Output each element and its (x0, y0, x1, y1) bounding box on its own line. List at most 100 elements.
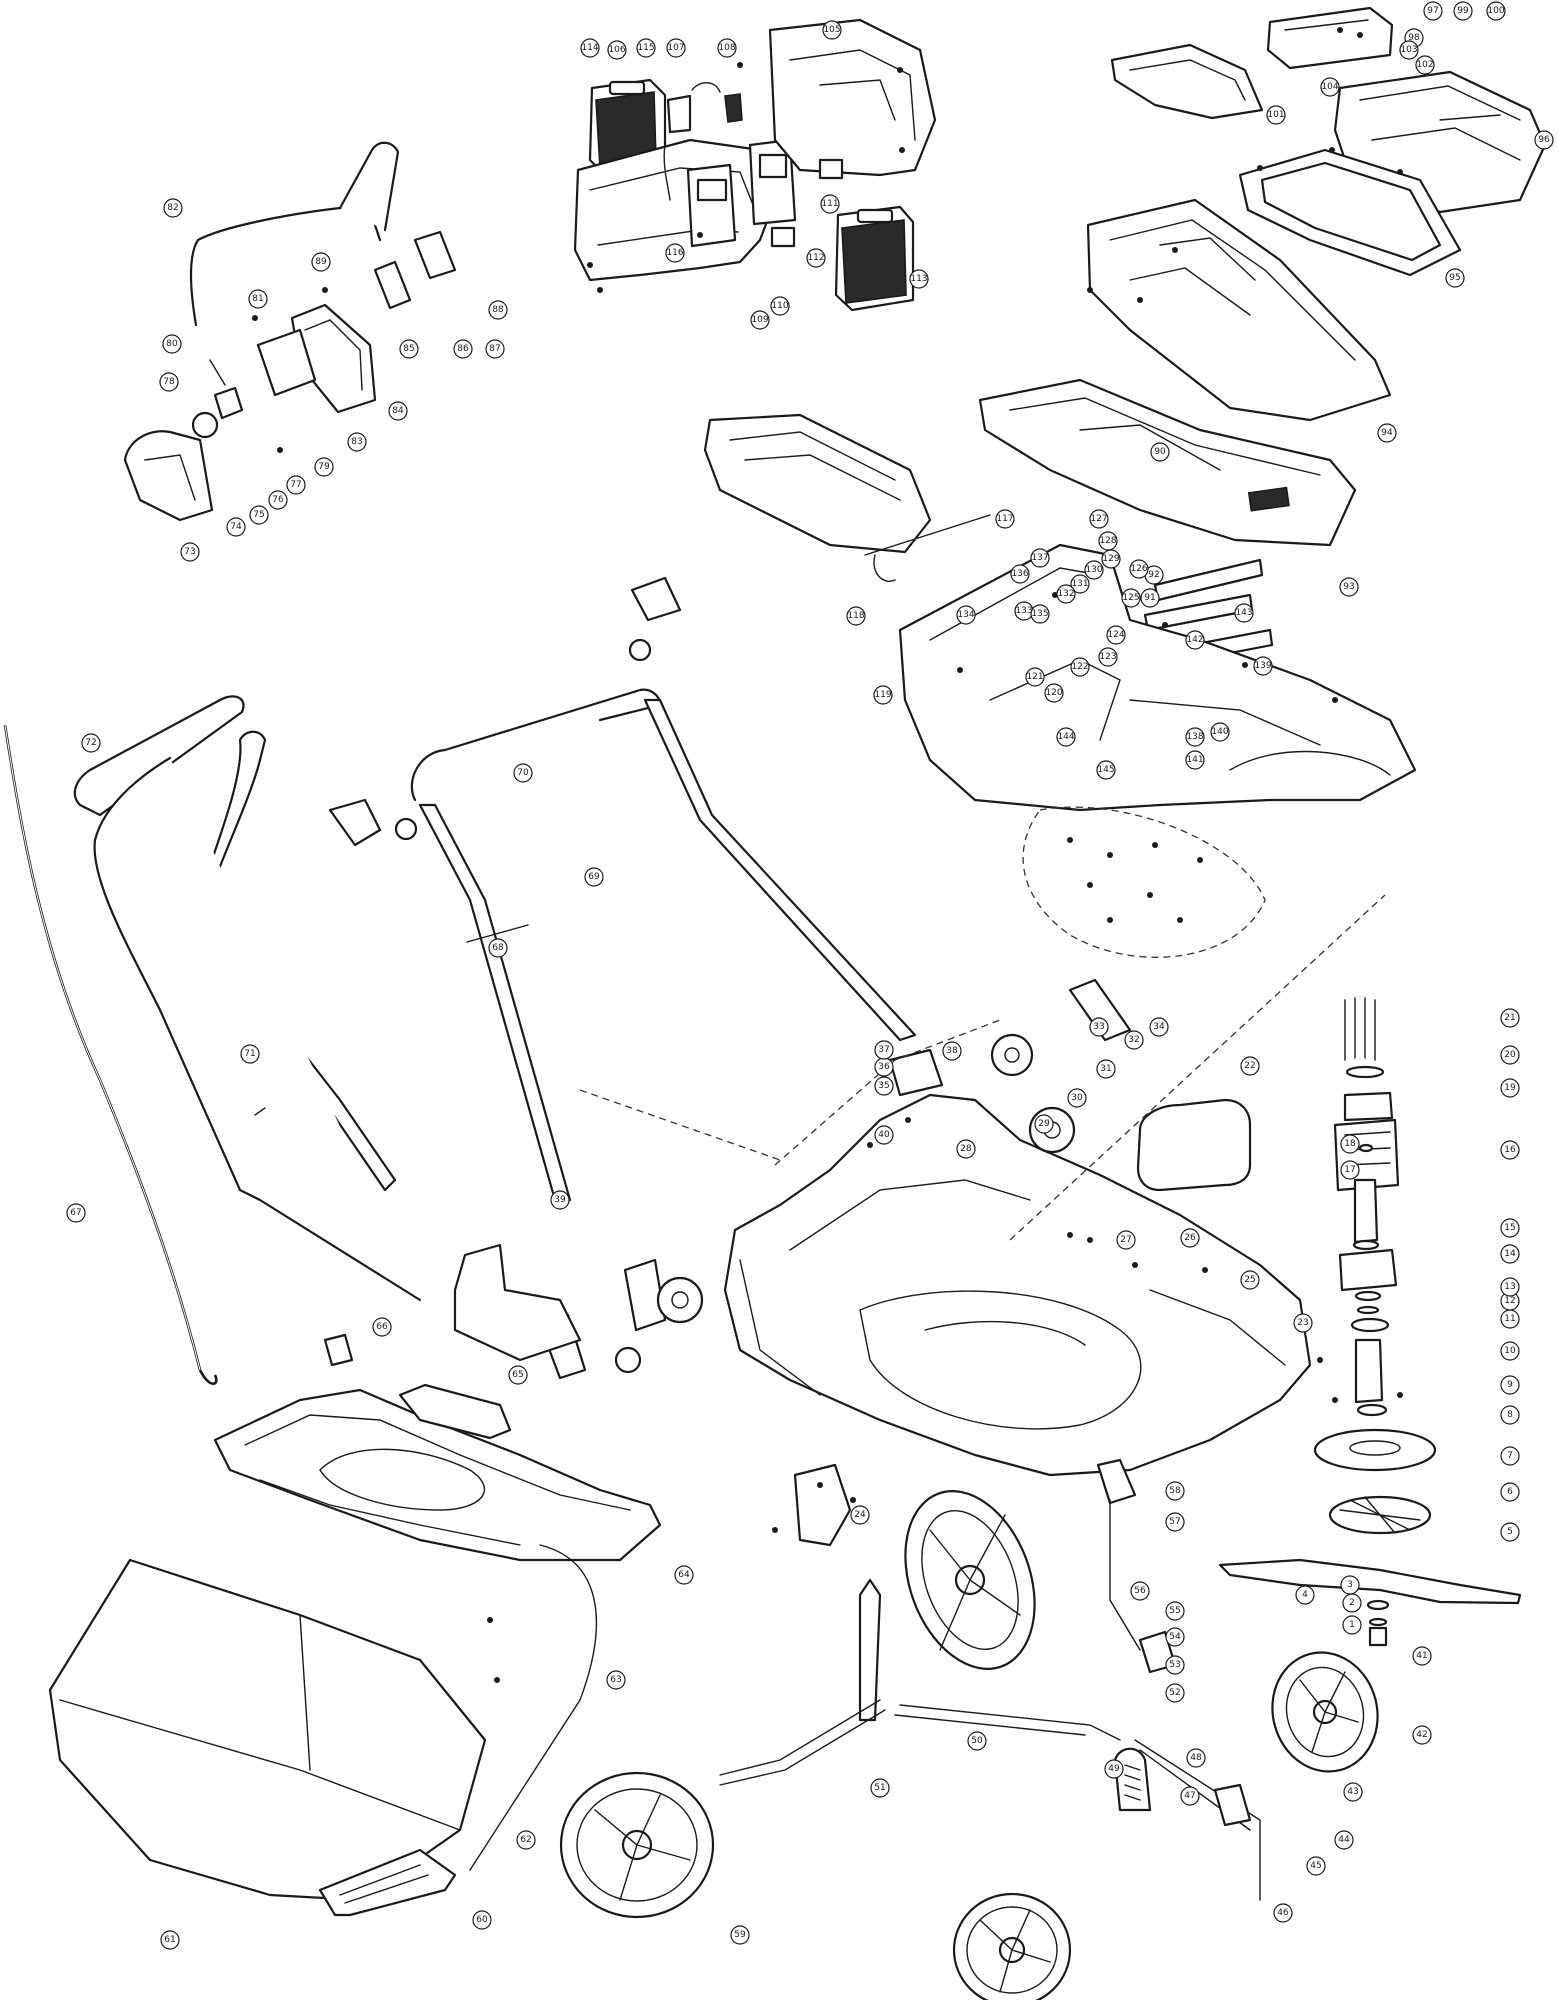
callout-number: 20 (1504, 1050, 1516, 1060)
callout-66: 66 (372, 1317, 392, 1337)
callout-number: 55 (1169, 1606, 1180, 1616)
callout-number: 58 (1169, 1486, 1181, 1496)
callout-112: 112 (806, 248, 826, 268)
callout-number: 33 (1093, 1022, 1104, 1032)
callout-number: 90 (1154, 447, 1166, 457)
top-cover-assembly (1086, 6, 1547, 422)
callout-59: 59 (730, 1925, 750, 1945)
callout-number: 59 (734, 1930, 746, 1940)
callout-circle (820, 194, 840, 214)
callout-circle (1377, 423, 1397, 443)
callout-73: 73 (180, 542, 200, 562)
callout-circle (873, 685, 893, 705)
callout-number: 35 (878, 1081, 889, 1091)
callout-number: 50 (971, 1736, 983, 1746)
wheel-front-right (952, 1892, 1072, 2000)
callout-number: 81 (252, 294, 263, 304)
callout-number: 128 (1099, 536, 1116, 546)
callout-circle (956, 1139, 976, 1159)
callout-circle (665, 243, 685, 263)
callout-circle (1412, 1646, 1432, 1666)
callout-30: 30 (1067, 1088, 1087, 1108)
callout-number: 19 (1504, 1083, 1516, 1093)
callout-number: 9 (1507, 1380, 1513, 1390)
callout-number: 80 (166, 339, 178, 349)
callout-circle (1116, 1230, 1136, 1250)
callout-number: 79 (318, 462, 330, 472)
callout-44: 44 (1334, 1830, 1354, 1850)
handle-assembly (73, 576, 1132, 1380)
callout-circle (1293, 1313, 1313, 1333)
callout-104: 104 (1320, 77, 1340, 97)
callout-17: 17 (1340, 1160, 1360, 1180)
callout-circle (1089, 1017, 1109, 1037)
callout-87: 87 (485, 339, 505, 359)
callout-circle (730, 1925, 750, 1945)
callout-circle (1025, 667, 1045, 687)
callout-circle (1030, 548, 1050, 568)
callout-109: 109 (750, 310, 770, 330)
callout-circle (995, 509, 1015, 529)
callout-number: 42 (1416, 1730, 1427, 1740)
callout-circle (1165, 1627, 1185, 1647)
callout-number: 132 (1057, 589, 1074, 599)
callout-138: 138 (1185, 727, 1205, 747)
callout-77: 77 (286, 475, 306, 495)
callout-26: 26 (1180, 1228, 1200, 1248)
callout-number: 88 (492, 305, 504, 315)
callout-number: 104 (1321, 82, 1338, 92)
callout-number: 134 (957, 610, 974, 620)
callout-122: 122 (1070, 657, 1090, 677)
callout-number: 112 (807, 253, 824, 263)
callout-53: 53 (1165, 1655, 1185, 1675)
callout-76: 76 (268, 490, 288, 510)
callout-number: 117 (996, 514, 1013, 524)
callout-circle (607, 40, 627, 60)
callout-circle (1340, 1160, 1360, 1180)
callout-number: 113 (910, 274, 927, 284)
callout-number: 94 (1381, 428, 1393, 438)
callout-circle (248, 289, 268, 309)
callout-circle (1210, 722, 1230, 742)
callout-number: 140 (1211, 727, 1228, 737)
callout-circle (1034, 1114, 1054, 1134)
callout-circle (606, 1670, 626, 1690)
callout-132: 132 (1056, 584, 1076, 604)
callout-61: 61 (160, 1930, 180, 1950)
callout-number: 43 (1347, 1787, 1358, 1797)
callout-circle (1056, 584, 1076, 604)
callout-circle (1149, 1017, 1169, 1037)
callout-number: 87 (489, 344, 500, 354)
callout-131: 131 (1070, 574, 1090, 594)
callout-27: 27 (1116, 1230, 1136, 1250)
callout-number: 66 (376, 1322, 388, 1332)
callout-circle (1500, 1446, 1520, 1466)
callout-circle (226, 517, 246, 537)
callout-circle (1165, 1601, 1185, 1621)
callout-number: 97 (1427, 6, 1438, 16)
callout-circle (806, 248, 826, 268)
callout-43: 43 (1343, 1782, 1363, 1802)
callout-circle (1106, 625, 1126, 645)
callout-number: 110 (771, 301, 788, 311)
callout-number: 3 (1347, 1580, 1353, 1590)
callout-number: 7 (1507, 1451, 1513, 1461)
callout-118: 118 (846, 606, 866, 626)
callout-circle (1140, 588, 1160, 608)
callout-21: 21 (1500, 1008, 1520, 1028)
callout-18: 18 (1340, 1134, 1360, 1154)
callout-number: 83 (351, 437, 362, 447)
callout-circle (956, 605, 976, 625)
callout-number: 5 (1507, 1527, 1513, 1537)
callout-circle (399, 339, 419, 359)
callout-106: 106 (607, 40, 627, 60)
callout-116: 116 (665, 243, 685, 263)
callout-number: 21 (1504, 1013, 1515, 1023)
callout-52: 52 (1165, 1683, 1185, 1703)
motor-stack (1218, 997, 1522, 1647)
callout-circle (1500, 1140, 1520, 1160)
callout-number: 34 (1153, 1022, 1165, 1032)
callout-number: 56 (1134, 1586, 1146, 1596)
callout-number: 14 (1504, 1249, 1516, 1259)
callout-4: 4 (1295, 1585, 1315, 1605)
